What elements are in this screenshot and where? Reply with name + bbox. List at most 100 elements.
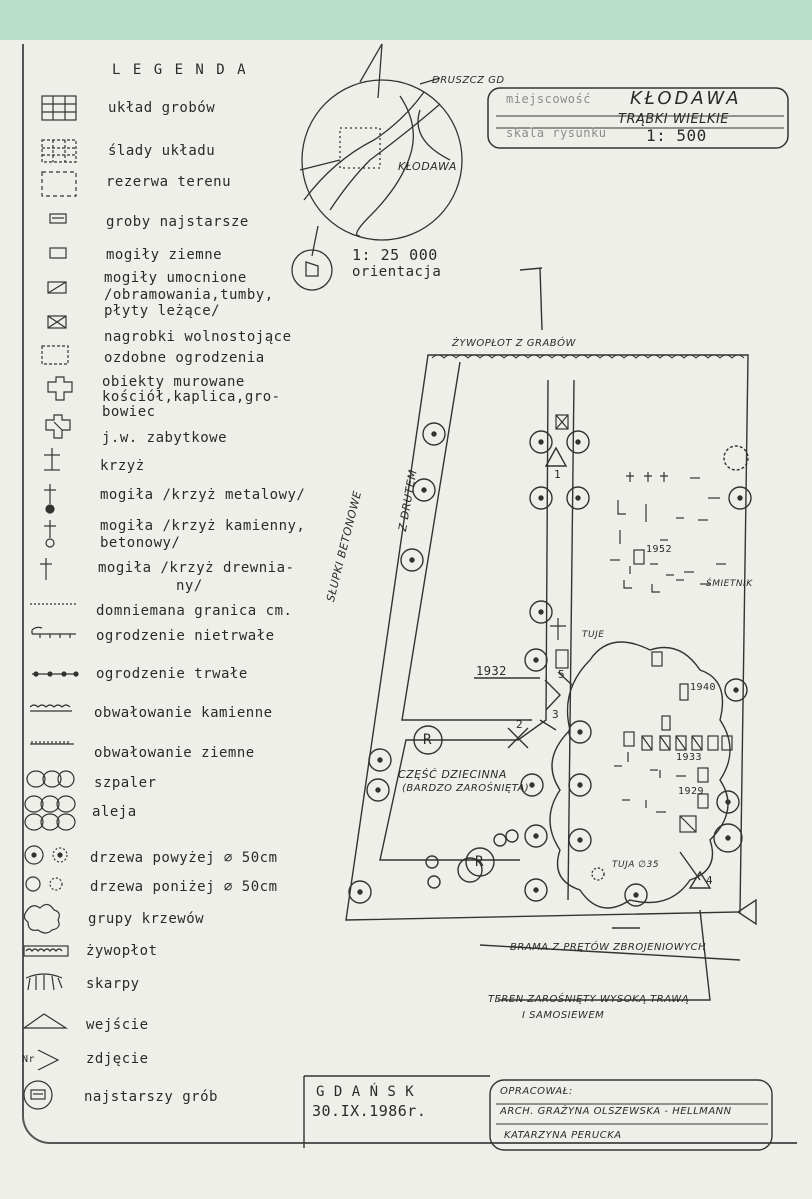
plan-year-1933: 1933: [676, 752, 703, 763]
footer-date: 30.IX.1986r.: [312, 1102, 427, 1120]
plan-year-1952: 1952: [646, 544, 673, 555]
hedge-top: [431, 354, 745, 359]
footer-city: G D A Ń S K: [316, 1084, 415, 1100]
temporary-fence-icon: [31, 626, 76, 638]
legend-label-stone-cross: mogiła /krzyż kamienny,: [100, 518, 306, 534]
north-arrow: [519, 267, 543, 331]
sheet-frame: [22, 44, 797, 1144]
legend-label-reinforced: mogiły umocnione: [104, 270, 247, 286]
legend-label-grave-grid: układ grobów: [108, 100, 216, 116]
photo-arrow-4: [679, 851, 701, 881]
legend-label-tombstone: nagrobki wolnostojące: [104, 329, 292, 345]
tree-row-icon: [26, 770, 75, 788]
orientation-caption: orientacja: [352, 264, 442, 280]
trees-left: [348, 422, 446, 904]
legend-label-wooden-cross-2: ny/: [176, 578, 203, 594]
reinforced-grave-icon: [47, 281, 67, 294]
plan-overgrown-label-1: TEREN ZAROŚNIĘTY WYSOKĄ TRAWĄ: [488, 994, 690, 1005]
top-color-band: [0, 0, 812, 44]
legend-label-wooden-cross: mogiła /krzyż drewnia-: [98, 560, 295, 576]
orientation-road-label: DRUSZCZ GD: [432, 75, 505, 86]
trees-middle: [520, 430, 648, 907]
grave-grid-traces-icon: [41, 139, 77, 163]
legend-label-historic: j.w. zabytkowe: [102, 430, 228, 446]
plan-tuja-label: TUJA ∅35: [612, 860, 660, 870]
legend-label-masonry: obiekty murowane: [102, 374, 245, 390]
legend-label-grid-traces: ślady układu: [108, 143, 216, 159]
plan-trash-label: ŚMIETNIK: [706, 579, 753, 589]
drawing-sheet: [0, 40, 812, 1199]
legend-label-oldest-grave: najstarszy grób: [84, 1089, 218, 1105]
graves: [555, 414, 733, 833]
stone-embankment-icon: [29, 704, 72, 712]
plan-overgrown-section: (BARDZO ZAROŚNIĘTA): [402, 783, 530, 794]
photo-arrow-5: [557, 671, 573, 686]
plan-children-section: CZĘŚĆ DZIECINNA: [398, 768, 507, 781]
freestanding-tombstone-icon: [47, 315, 67, 329]
legend-label-shrubs: grupy krzewów: [88, 911, 205, 927]
legend-label-cross: krzyż: [100, 458, 145, 474]
metal-cross-grave-icon: [44, 484, 56, 514]
slope-icon: [25, 973, 63, 991]
reserve-circle-1: [413, 725, 443, 755]
plan-top-label: ŻYWOPŁOT Z GRABÓW: [452, 338, 576, 349]
legend-label-masonry-2: kościół,kaplica,gro-: [102, 389, 281, 405]
photo-icon: [37, 1049, 60, 1071]
plan-photo-4: 4: [706, 874, 714, 887]
legend-label-photo: zdjęcie: [86, 1051, 149, 1067]
wooden-crosses: [550, 472, 726, 813]
plan-photo-1: 1: [554, 468, 562, 481]
legend-label-earth-grave: mogiły ziemne: [106, 247, 223, 263]
legend-label-tree-row: szpaler: [94, 775, 157, 791]
plan-reserve-1: R: [423, 732, 432, 748]
footer-prepared-label: OPRACOWAŁ:: [500, 1086, 573, 1097]
title-scale: 1: 500: [646, 126, 707, 145]
legend-label-stone-cross-2: betonowy/: [100, 535, 181, 551]
entrance-3: [688, 870, 712, 889]
legend-label-reinforced-2: /obramowania,tumby,: [104, 287, 274, 303]
legend-photo-badge: Nr: [22, 1054, 36, 1065]
legend-label-slopes: skarpy: [86, 976, 140, 992]
legend-label-reinforced-3: płyty leżące/: [104, 303, 221, 319]
legend-label-temp-fence: ogrodzenie nietrwałe: [96, 628, 275, 644]
legend-title: L E G E N D A: [112, 62, 248, 78]
hedge-icon: [23, 945, 69, 957]
orientation-town-label: KŁODAWA: [398, 160, 457, 173]
photo-arrow-2: [507, 727, 529, 749]
permanent-fence-icon: [32, 671, 79, 677]
title-scale-label: skala rysunku: [506, 126, 607, 140]
legend-label-masonry-3: bowiec: [102, 404, 156, 420]
entrance-icon: [22, 1013, 69, 1029]
legend-label-metal-cross: mogiła /krzyż metalowy/: [100, 487, 306, 503]
entrance-2: [736, 898, 757, 926]
reserve-circle-2: [465, 847, 495, 877]
alley-icon: [24, 795, 76, 831]
stone-cross-grave-icon: [44, 520, 56, 548]
small-tree-icon: [25, 876, 63, 892]
title-subplace: TRĄBKI WIELKIE: [618, 112, 729, 127]
legend-label-hedge: żywopłot: [86, 943, 158, 959]
wooden-cross-grave-icon: [40, 558, 52, 580]
plan-reserve-2: R: [475, 854, 484, 870]
earth-grave-icon: [49, 247, 67, 259]
cross-icon: [44, 448, 60, 471]
reserve-area-icon: [41, 171, 77, 197]
legend-label-stone-embankment: obwałowanie kamienne: [94, 705, 273, 721]
oldest-graves-icon: [49, 213, 67, 224]
legend-label-earth-embankment: obwałowanie ziemne: [94, 745, 255, 761]
plan-overgrown-label-2: I SAMOSIEWEM: [522, 1010, 605, 1021]
masonry-object-icon: [47, 376, 73, 401]
entrance-1: [544, 446, 568, 467]
plan-photo-2: 2: [516, 718, 524, 731]
legend-label-perm-fence: ogrodzenie trwałe: [96, 666, 248, 682]
large-tree-icon: [24, 845, 68, 865]
title-place: KŁODAWA: [630, 88, 742, 109]
earth-embankment-icon: [30, 741, 74, 745]
legend-label-assumed-border: domniemana granica cm.: [96, 603, 293, 619]
plan-gate-label: BRAMA Z PRĘTÓW ZBROJENIOWYCH: [510, 942, 707, 953]
shrub-group-icon: [23, 903, 60, 934]
